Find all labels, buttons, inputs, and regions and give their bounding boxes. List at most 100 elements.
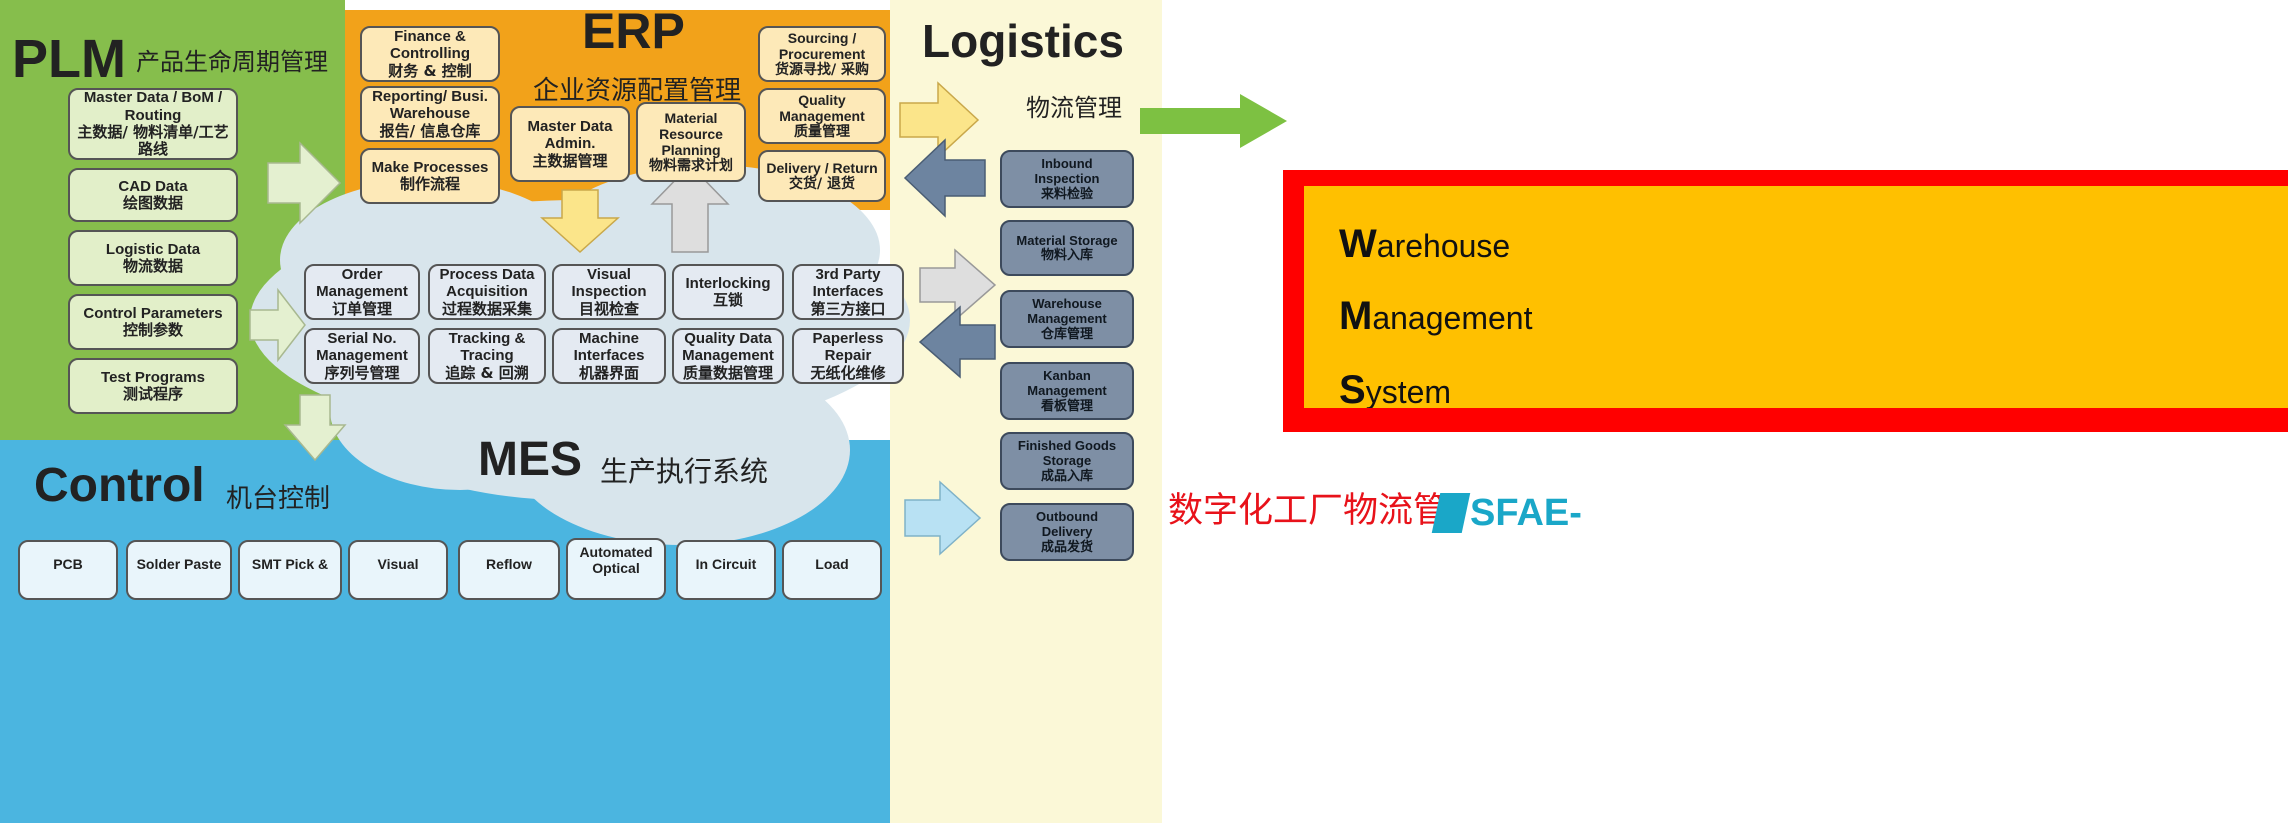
plm-item-cn: 绘图数据	[122, 194, 183, 212]
plm-item-label: Control Parameters	[83, 304, 223, 322]
logistics-item-label: Inbound Inspection	[1034, 156, 1100, 187]
control-item-label: Reflow	[486, 556, 532, 572]
logistics-title: Logistics	[922, 15, 1124, 67]
logistics-item-cn: 物料入库	[1040, 248, 1093, 263]
plm-item-label: Test Programs	[101, 368, 205, 386]
control-item-label: Load	[815, 556, 849, 572]
control-item-label: Solder Paste	[136, 556, 222, 572]
control-title: Control	[34, 459, 205, 512]
mes-item-cn: 质量数据管理	[682, 363, 773, 382]
mes-item-machine-interfaces: Machine Interfaces 机器界面	[552, 328, 666, 384]
control-item-visual: Visual	[348, 540, 448, 600]
logistics-item-cn: 成品入库	[1040, 468, 1093, 484]
logistics-item-label: Kanban Management	[1027, 368, 1107, 399]
erp-item-label: Reporting/ Busi. Warehouse	[372, 87, 488, 123]
arrow-mes-to-logistics	[919, 248, 997, 322]
mes-item-label: Machine Interfaces	[573, 329, 645, 365]
mes-item-cn: 目视检查	[578, 299, 639, 318]
erp-item-cn: 交货/ 退货	[789, 176, 855, 192]
erp-item-quality: Quality Management 质量管理	[758, 88, 886, 144]
mes-item-cn: 互锁	[712, 291, 743, 309]
mes-item-paperless-repair: Paperless Repair 无纸化维修	[792, 328, 904, 384]
mes-item-label: Process Data Acquisition	[439, 265, 535, 301]
plm-title: PLM	[12, 29, 126, 89]
wms-inner: Warehouse Management System	[1304, 186, 2288, 408]
arrow-plm-to-mes	[249, 287, 306, 363]
plm-item-cn: 测试程序	[122, 385, 183, 403]
control-item-aoi: Automated Optical	[566, 538, 666, 600]
sfae-logo-tail: -	[1569, 492, 1582, 534]
logistics-item-material-storage: Material Storage 物料入库	[1000, 220, 1134, 276]
mes-item-label: Quality Data Management	[682, 329, 774, 365]
plm-item-test-programs: Test Programs 测试程序	[68, 358, 238, 414]
control-item-solder-paste: Solder Paste	[126, 540, 232, 600]
arrow-erp-to-mes	[540, 189, 620, 254]
plm-item-cn: 物流数据	[122, 257, 183, 275]
mes-item-process-data: Process Data Acquisition 过程数据采集	[428, 264, 546, 320]
plm-item-master-data: Master Data / BoM / Routing 主数据/ 物料清单/工艺…	[68, 88, 238, 160]
logistics-subtitle: 物流管理	[1026, 94, 1122, 122]
caption-text: 数字化工厂物流管	[1168, 491, 1449, 531]
erp-item-cn: 物料需求计划	[649, 158, 733, 175]
mes-item-quality-data: Quality Data Management 质量数据管理	[672, 328, 784, 384]
control-item-pcb: PCB	[18, 540, 118, 600]
arrow-plm-to-control	[283, 394, 347, 462]
erp-item-label: Quality Management	[779, 91, 865, 124]
wms-initial: W	[1339, 222, 1377, 266]
control-subtitle: 机台控制	[226, 484, 331, 514]
erp-item-cn: 制作流程	[399, 175, 460, 193]
arrow-logistics-to-erp	[903, 138, 986, 218]
plm-item-cn: 控制参数	[122, 321, 183, 339]
erp-item-delivery: Delivery / Return 交货/ 退货	[758, 150, 886, 202]
erp-item-label: Master Data Admin.	[527, 117, 613, 153]
mes-item-label: 3rd Party Interfaces	[812, 265, 884, 301]
logistics-item-finished-goods: Finished Goods Storage 成品入库	[1000, 432, 1134, 490]
arrow-control-to-logistics	[904, 480, 982, 556]
control-item-in-circuit: In Circuit	[676, 540, 776, 600]
erp-item-cn: 主数据管理	[532, 151, 608, 170]
control-item-label: In Circuit	[695, 556, 757, 572]
wms-word: arehouse	[1376, 228, 1511, 264]
control-item-label: Automated Optical	[579, 544, 653, 577]
wms-initial: S	[1339, 368, 1366, 408]
mes-item-order-management: Order Management 订单管理	[304, 264, 420, 320]
erp-title: ERP	[582, 3, 685, 59]
plm-item-control-parameters: Control Parameters 控制参数	[68, 294, 238, 350]
mes-item-label: Tracking & Tracing	[448, 329, 526, 365]
plm-item-label: CAD Data	[118, 177, 188, 195]
arrow-erp-to-logistics	[899, 81, 980, 159]
mes-item-third-party: 3rd Party Interfaces 第三方接口	[792, 264, 904, 320]
erp-item-master-data-admin: Master Data Admin. 主数据管理	[510, 106, 630, 182]
control-item-label: PCB	[53, 556, 83, 572]
mes-item-cn: 机器界面	[578, 363, 639, 382]
wms-initial: M	[1339, 294, 1373, 338]
mes-item-cn: 无纸化维修	[810, 363, 886, 382]
mes-item-cn: 追踪 & 回溯	[445, 363, 529, 382]
erp-item-label: Material Resource Planning	[659, 109, 723, 158]
control-item-smt: SMT Pick &	[238, 540, 342, 600]
plm-item-cad-data: CAD Data 绘图数据	[68, 168, 238, 222]
mes-title: MES	[478, 433, 583, 486]
wms-line-warehouse: Warehouse	[1339, 224, 1510, 264]
logistics-item-cn: 仓库管理	[1040, 326, 1093, 342]
sfae-logo: SFAE -	[1431, 490, 1582, 536]
plm-subtitle: 产品生命周期管理	[136, 48, 328, 76]
mes-item-cn: 过程数据采集	[441, 299, 532, 318]
mes-subtitle: 生产执行系统	[600, 455, 769, 488]
wms-word: anagement	[1372, 300, 1533, 336]
erp-item-make-processes: Make Processes 制作流程	[360, 148, 500, 204]
erp-item-label: Make Processes	[371, 158, 489, 176]
mes-item-cn: 序列号管理	[324, 363, 400, 382]
control-item-load: Load	[782, 540, 882, 600]
erp-item-cn: 质量管理	[794, 124, 850, 141]
arrow-green-to-wms	[1140, 94, 1287, 148]
logistics-item-label: Material Storage	[1016, 232, 1118, 248]
mes-item-label: Paperless Repair	[812, 329, 884, 365]
plm-item-cn: 主数据/ 物料清单/工艺 路线	[77, 123, 229, 159]
logistics-item-kanban: Kanban Management 看板管理	[1000, 362, 1134, 420]
mes-item-interlocking: Interlocking 互锁	[672, 264, 784, 320]
arrow-mes-to-erp	[650, 163, 730, 253]
wms-word: ystem	[1365, 374, 1452, 408]
sfae-logo-text: SFAE	[1470, 492, 1570, 534]
